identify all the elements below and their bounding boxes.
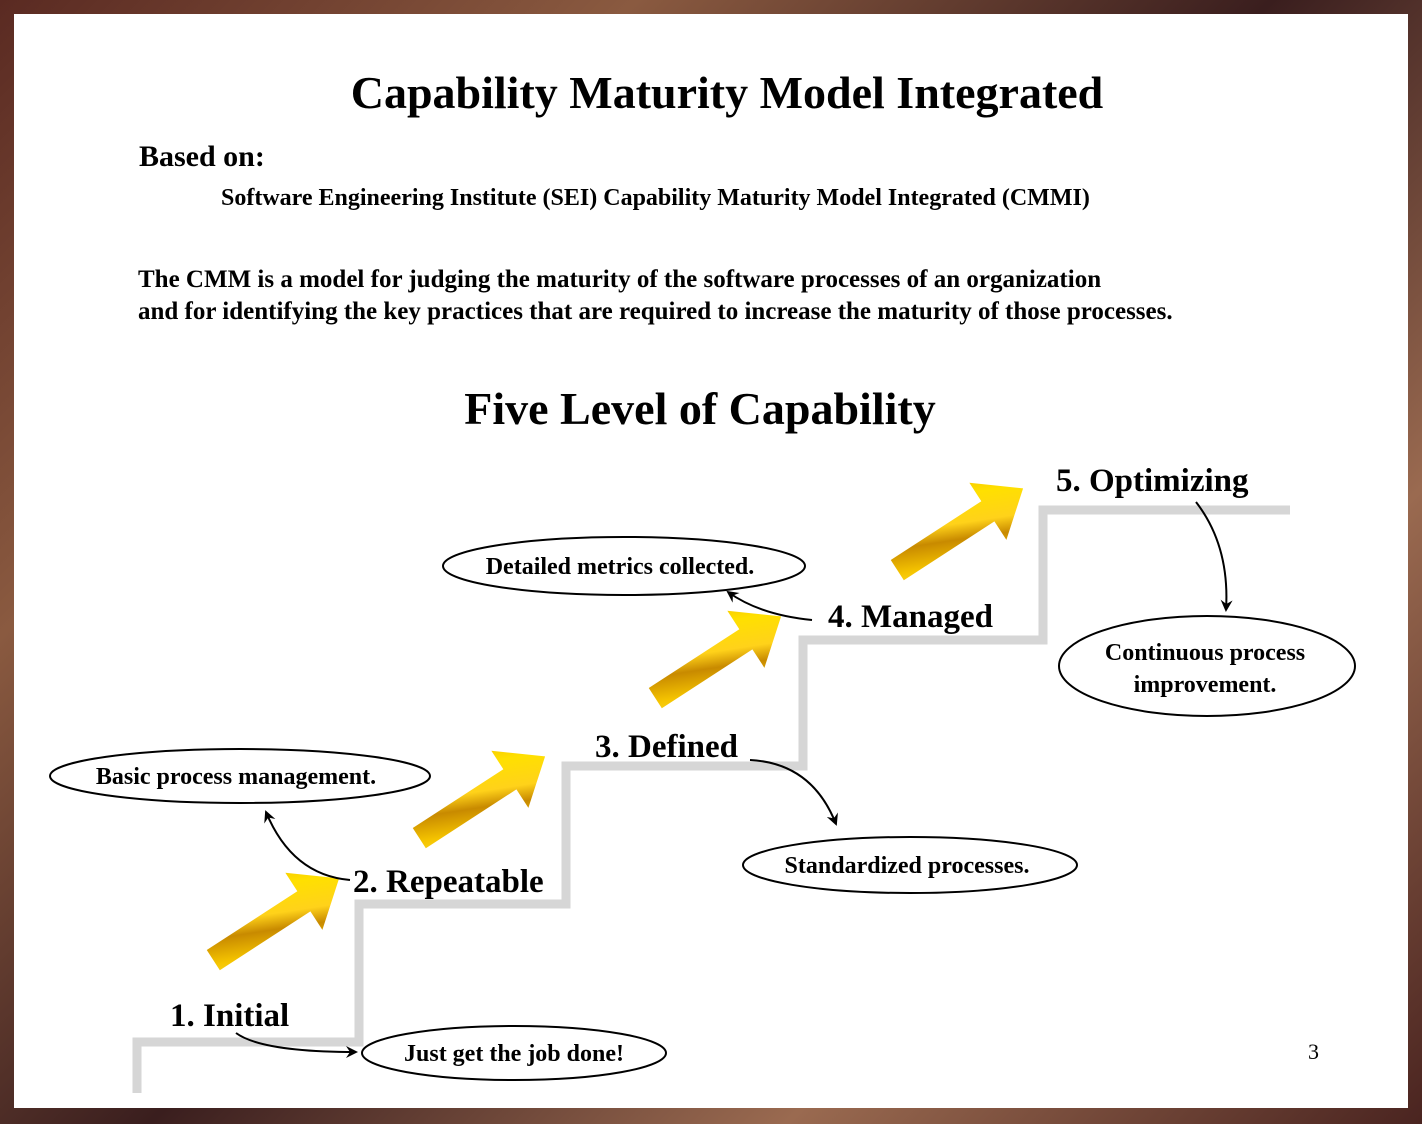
level-2-label: 2. Repeatable xyxy=(353,864,544,900)
note-ellipse-3 xyxy=(742,836,1078,894)
connector-arrow-2 xyxy=(264,810,351,881)
gold-arrow-2 xyxy=(400,727,564,867)
gold-arrow-3 xyxy=(636,587,800,727)
page-title: Capability Maturity Model Integrated xyxy=(350,67,1104,118)
page-number: 3 xyxy=(1308,1039,1319,1064)
description-line-2: and for identifying the key practices th… xyxy=(138,298,1173,325)
connector-arrow-5 xyxy=(1195,501,1233,612)
slide: Capability Maturity Model Integrated Bas… xyxy=(14,14,1408,1108)
level-5-label: 5. Optimizing xyxy=(1056,463,1249,499)
note-4-text: Detailed metrics collected. xyxy=(486,554,755,580)
gold-arrow-1 xyxy=(194,849,358,989)
note-2-text: Basic process management. xyxy=(96,764,376,790)
connector-arrow-4 xyxy=(726,590,813,621)
note-ellipse-5 xyxy=(1058,615,1356,717)
staircase-line xyxy=(132,505,1290,1093)
diagram-title: Five Level of Capability xyxy=(464,383,936,434)
level-1-label: 1. Initial xyxy=(170,998,289,1034)
based-on-label: Based on: xyxy=(139,140,265,173)
gold-arrow-4 xyxy=(878,459,1042,599)
level-3-label: 3. Defined xyxy=(595,729,738,765)
note-3-text: Standardized processes. xyxy=(785,853,1030,879)
note-ellipse-1 xyxy=(361,1025,667,1081)
connector-arrow-3 xyxy=(749,759,838,826)
source-text: Software Engineering Institute (SEI) Cap… xyxy=(221,185,1090,211)
description-line-1: The CMM is a model for judging the matur… xyxy=(138,266,1102,293)
capability-staircase-diagram: 1. Initial 2. Repeatable 3. Defined 4. M… xyxy=(49,459,1356,1093)
level-4-label: 4. Managed xyxy=(828,599,993,635)
note-5-text-line-2: improvement. xyxy=(1134,672,1277,698)
note-ellipse-2 xyxy=(49,748,431,804)
note-1-text: Just get the job done! xyxy=(404,1041,624,1067)
note-5-text-line-1: Continuous process xyxy=(1105,640,1305,666)
note-ellipse-4 xyxy=(442,536,806,596)
connector-arrow-1 xyxy=(235,1032,358,1058)
